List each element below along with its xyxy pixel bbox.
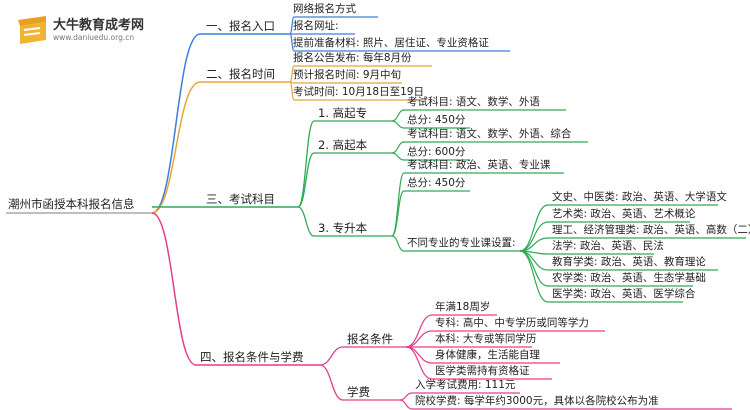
- connector-line: [297, 120, 315, 208]
- branch-time: 二、报名时间: [206, 67, 275, 81]
- connector-line: [319, 364, 344, 401]
- major-item: 艺术类: 政治、英语、艺术概论: [552, 208, 696, 220]
- connector-line: [399, 392, 413, 401]
- connector-line: [391, 172, 405, 237]
- major-item: 农学类: 政治、英语、生态学基础: [552, 272, 706, 284]
- entry-item-materials: 提前准备材料: 照片、居住证、专业资格证: [293, 37, 489, 49]
- time-item-apply: 预计报名时间: 9月中旬: [293, 69, 402, 81]
- connector-line: [519, 250, 549, 287]
- major-item: 教育学类: 政治、英语、教育理论: [552, 256, 706, 268]
- fee-item-exam: 入学考试费用: 111元: [415, 379, 516, 391]
- condition-item: 年满18周岁: [435, 301, 491, 313]
- subjects-gaoqizhuan: 1. 高起专: [318, 106, 368, 120]
- fee-item-tuition: 院校学费: 每学年约3000元，具体以各院校公布为准: [415, 395, 659, 407]
- gaoqizhuan-subjects: 考试科目: 语文、数学、外语: [407, 96, 540, 108]
- connector-line: [151, 212, 197, 366]
- gaoqizhuan-score: 总分: 450分: [407, 114, 466, 126]
- entry-item-url: 报名网址:: [293, 20, 339, 32]
- condition-item: 医学类需持有资格证: [435, 365, 530, 377]
- connector-line: [399, 399, 413, 410]
- entry-item-method: 网络报名方式: [293, 3, 356, 15]
- condition-item: 本科: 大专或等同学历: [435, 333, 537, 345]
- gaoqiben-score: 总分: 600分: [407, 146, 466, 158]
- fees: 学费: [347, 385, 370, 399]
- branch-conditions-fees: 四、报名条件与学费: [200, 350, 304, 364]
- connector-line: [405, 330, 433, 348]
- time-item-notice: 报名公告发布: 每年8月份: [293, 52, 412, 64]
- brand-url: www.daniuedu.org.cn: [53, 33, 135, 42]
- subjects-gaoqiben: 2. 高起本: [318, 138, 368, 152]
- zsb-subjects: 考试科目: 政治、英语、专业课: [407, 159, 551, 171]
- conditions: 报名条件: [347, 332, 393, 346]
- major-item: 理工、经济管理类: 政治、英语、高数（二）: [552, 224, 750, 236]
- major-item: 法学: 政治、英语、民法: [552, 240, 664, 252]
- connector-line: [391, 152, 405, 161]
- graduation-cap-icon: [18, 16, 46, 44]
- connector-line: [319, 346, 344, 366]
- connector-line: [391, 120, 405, 129]
- branch-entry: 一、报名入口: [206, 19, 275, 33]
- connector-line: [391, 190, 405, 237]
- connector-line: [297, 206, 315, 237]
- connector-line: [405, 346, 433, 364]
- root-topic: 潮州市函授本科报名信息: [8, 197, 135, 211]
- branch-subjects: 三、考试科目: [206, 192, 275, 206]
- connector-line: [405, 346, 433, 380]
- zsb-major-subjects: 不同专业的专业课设置:: [407, 237, 516, 249]
- connector-line: [519, 250, 549, 303]
- gaoqiben-subjects: 考试科目: 语文、数学、外语、综合: [407, 128, 572, 140]
- condition-item: 专科: 高中、中专学历或同等学力: [435, 317, 589, 329]
- zsb-score: 总分: 450分: [407, 177, 466, 189]
- connector-line: [151, 33, 201, 214]
- connector-line: [391, 109, 405, 122]
- connector-line: [289, 33, 295, 52]
- connector-line: [391, 141, 405, 154]
- time-item-exam: 考试时间: 10月18日至19日: [293, 86, 424, 98]
- connector-line: [405, 314, 433, 348]
- major-item: 文史、中医类: 政治、英语、大学语文: [552, 191, 727, 203]
- connector-line: [151, 81, 201, 214]
- major-item: 医学类: 政治、英语、医学综合: [552, 288, 696, 300]
- condition-item: 身体健康，生活能自理: [435, 349, 540, 361]
- connector-line: [391, 235, 405, 252]
- brand-name: 大牛教育成考网: [53, 18, 145, 33]
- connector-line: [289, 81, 295, 101]
- connector-line: [297, 152, 315, 208]
- subjects-zhuanshengben: 3. 专升本: [318, 221, 368, 235]
